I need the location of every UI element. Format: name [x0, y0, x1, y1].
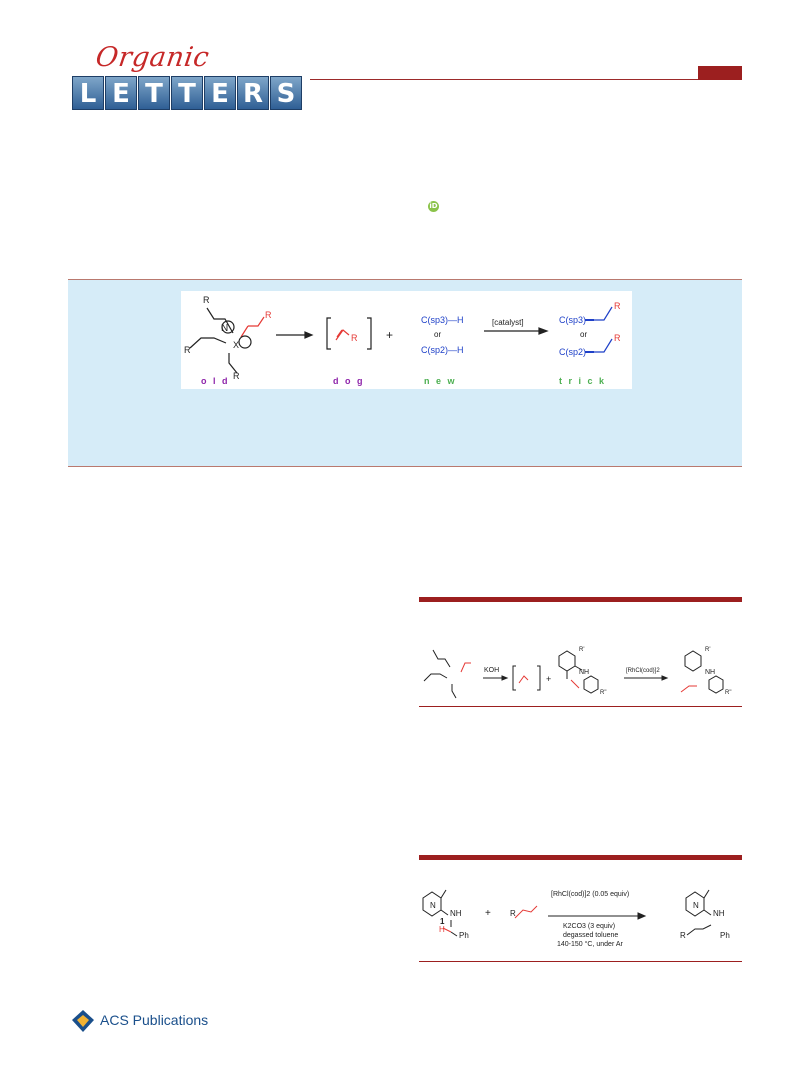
scheme2-condition: K2CO3 (3 equiv): [563, 923, 615, 930]
svg-text:N: N: [221, 323, 228, 334]
scheme1-bottom-rule: [419, 706, 742, 707]
logo-tile: R: [237, 76, 269, 110]
scheme2-condition: [RhCl(cod)]2 (0.05 equiv): [551, 891, 629, 898]
journal-logo: Organic L E T T E R S: [72, 42, 310, 110]
toc-figure: R R R R N X R + C(sp3)—H or C(sp2)—H [ca…: [181, 291, 632, 389]
journal-logo-tiles: L E T T E R S: [72, 76, 302, 110]
scheme2-nh: NH: [450, 909, 462, 918]
toc-label-trick: t r i c k: [559, 376, 606, 386]
svg-text:+: +: [386, 328, 393, 342]
toc-scheme: R R R R N X R + C(sp3)—H or C(sp2)—H [ca…: [184, 295, 621, 386]
header-rule: [310, 79, 742, 80]
scheme1-r-prime: R': [579, 647, 584, 653]
logo-tile: S: [270, 76, 302, 110]
toc-r-label: R: [614, 301, 621, 311]
toc-r-label: R: [265, 310, 272, 320]
svg-text:R: R: [680, 931, 686, 940]
toc-product-csp2: C(sp2): [559, 347, 586, 357]
scheme2-figure: N 1 NH H Ph + R [RhCl(cod)]2 (0.05 equiv…: [419, 880, 742, 952]
svg-text:+: +: [485, 908, 491, 919]
scheme1-r-prime: R': [705, 647, 710, 653]
scheme1-rh-catalyst: [RhCl(cod)]2: [626, 668, 660, 674]
logo-tile: E: [204, 76, 236, 110]
acs-publications-logo: ACS Publications: [70, 1008, 240, 1036]
logo-tile: T: [171, 76, 203, 110]
publisher-name: ACS Publications: [100, 1012, 209, 1028]
svg-text:N: N: [430, 901, 436, 910]
toc-csp3-h: C(sp3)—H: [421, 315, 464, 325]
logo-tile: L: [72, 76, 104, 110]
toc-r-label: R: [184, 345, 191, 355]
scheme1-top-rule: [419, 597, 742, 602]
scheme1-koh: KOH: [484, 667, 499, 674]
logo-tile: E: [105, 76, 137, 110]
svg-text:+: +: [546, 674, 551, 684]
scheme1-figure: KOH [RhCl(cod)]2 + R' R' NH NH R" R": [419, 634, 742, 704]
scheme2-bottom-rule: [419, 961, 742, 962]
acs-emblem-icon: [72, 1010, 94, 1032]
toc-label-new: n e w: [424, 376, 457, 386]
svg-text:N: N: [693, 901, 699, 910]
scheme2-compound-number: 1: [440, 917, 445, 926]
scheme2-ph: Ph: [720, 931, 730, 940]
scheme2-condition: degassed toluene: [563, 932, 618, 939]
toc-r-label: R: [614, 333, 621, 343]
toc-csp2-h: C(sp2)—H: [421, 345, 464, 355]
scheme1-nh: NH: [579, 669, 589, 676]
toc-product-csp3: C(sp3): [559, 315, 586, 325]
scheme1-r-dprime: R": [600, 690, 606, 696]
scheme1-r-dprime: R": [725, 690, 731, 696]
scheme2-top-rule: [419, 855, 742, 860]
toc-or: or: [580, 330, 587, 339]
scheme1-graphic: KOH [RhCl(cod)]2 + R' R' NH NH R" R": [423, 647, 731, 699]
toc-r-label: R: [351, 333, 358, 343]
toc-label-old: o l d: [201, 376, 230, 386]
scheme2-ph: Ph: [459, 931, 469, 940]
toc-catalyst: [catalyst]: [492, 318, 524, 327]
svg-text:H: H: [439, 925, 445, 934]
journal-logo-script: Organic: [93, 42, 212, 73]
scheme2-graphic: N 1 NH H Ph + R [RhCl(cod)]2 (0.05 equiv…: [422, 889, 730, 948]
svg-text:R: R: [510, 909, 516, 918]
scheme2-condition: 140-150 °C, under Ar: [557, 940, 624, 948]
toc-counterion: X: [233, 340, 239, 350]
orcid-icon[interactable]: iD: [428, 201, 439, 212]
toc-r-label: R: [203, 295, 210, 305]
logo-tile: T: [138, 76, 170, 110]
scheme1-nh: NH: [705, 669, 715, 676]
toc-r-label: R: [233, 371, 240, 381]
toc-label-dog: d o g: [333, 376, 365, 386]
scheme2-nh: NH: [713, 909, 725, 918]
header-tab: [698, 66, 742, 80]
toc-or: or: [434, 330, 441, 339]
